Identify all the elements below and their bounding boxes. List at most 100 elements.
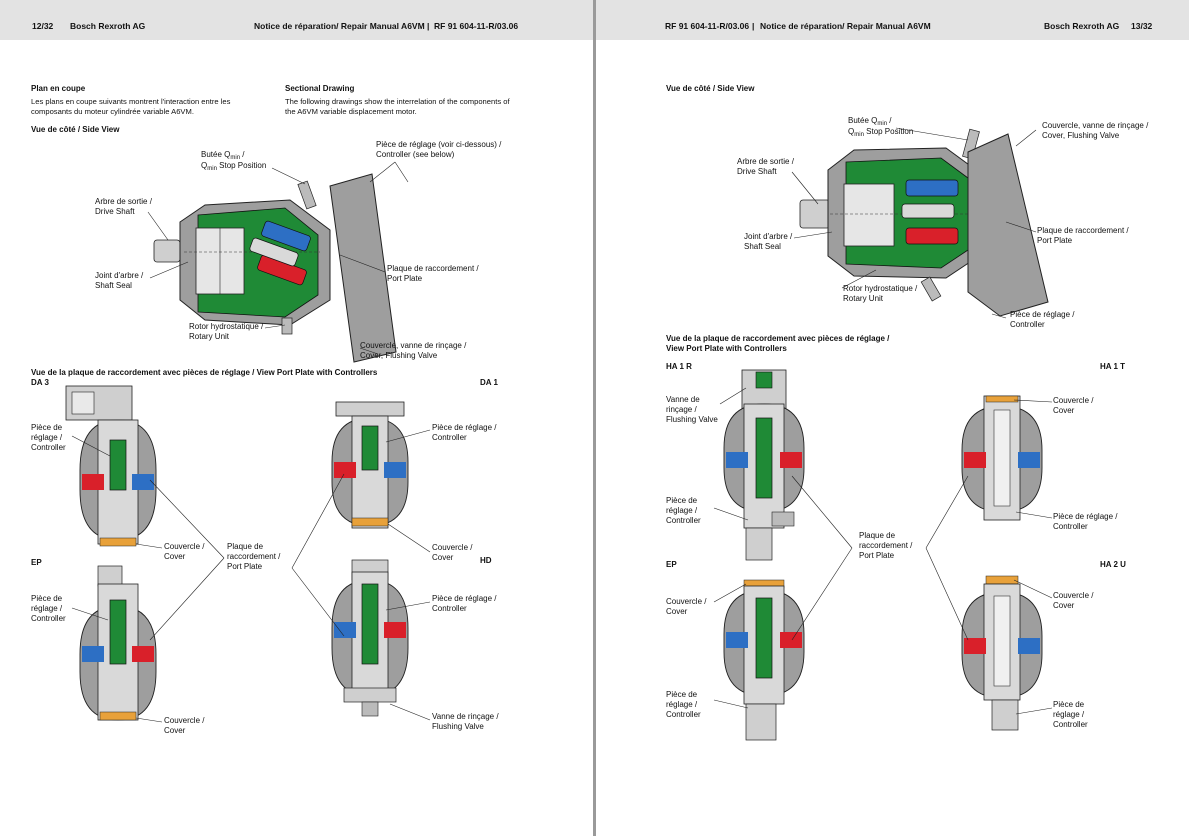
right-page: RF 91 604-11-R/03.06 | Notice de réparat… <box>596 0 1189 836</box>
label-controller-ha1r-2: réglage / <box>666 506 698 515</box>
label-stop-position-en: Qmin Stop Position <box>201 161 267 172</box>
label-stop-position-fr: Butée Qmin / <box>201 150 245 161</box>
label-port-plate-center-2: raccordement / <box>227 552 281 561</box>
label-shaft-seal-fr: Joint d'arbre / <box>95 271 144 280</box>
label-cover-da1-2: Cover <box>432 553 454 562</box>
label-shaft-seal-fr: Joint d'arbre / <box>744 232 793 241</box>
label-shaft-seal-en: Shaft Seal <box>95 281 132 290</box>
label-flushing-cover-en: Cover, Flushing Valve <box>1042 131 1120 140</box>
variant-ep-left: EP <box>31 558 42 567</box>
controller-drawing-ha1r <box>723 369 805 561</box>
label-port-plate-center-1: Plaque de <box>227 542 264 551</box>
port-view-title-en: View Port Plate with Controllers <box>666 344 787 353</box>
label-port-plate-center-2: raccordement / <box>859 541 913 550</box>
right-page-drawings <box>713 127 1053 741</box>
label-controller-da3-3: Controller <box>31 443 66 452</box>
variant-da1: DA 1 <box>480 378 498 387</box>
manual-title: Notice de réparation/ Repair Manual A6VM <box>254 21 425 31</box>
section-title-en: Sectional Drawing <box>285 84 355 93</box>
label-flushing-cover-fr: Couvercle, vanne de rinçage / <box>360 341 467 350</box>
label-rotary-unit-en: Rotary Unit <box>843 294 884 303</box>
label-controller-ep-1: Pièce de <box>31 594 63 603</box>
variant-hd: HD <box>480 556 492 565</box>
label-cover-ep-2: Cover <box>666 607 688 616</box>
label-port-plate-en: Port Plate <box>387 274 423 283</box>
variant-ha1r: HA 1 R <box>666 362 692 371</box>
label-controller-da1-2: Controller <box>432 433 467 442</box>
controller-drawing-ep-left <box>79 565 157 721</box>
controller-drawing-ha2u <box>961 575 1043 731</box>
label-cover-ha1t-1: Couvercle / <box>1053 396 1094 405</box>
label-stop-position-fr: Butée Qmin / <box>848 116 892 127</box>
section-title-fr: Plan en coupe <box>31 84 86 93</box>
variant-da3: DA 3 <box>31 378 49 387</box>
side-view-motor-drawing <box>799 128 1049 317</box>
label-controller-en: Controller (see below) <box>376 150 455 159</box>
label-port-plate-center-3: Port Plate <box>227 562 263 571</box>
label-cover-ha1t-2: Cover <box>1053 406 1075 415</box>
left-page: 12/32 Bosch Rexroth AG Notice de réparat… <box>0 0 593 836</box>
label-cover-da3-1: Couvercle / <box>164 542 205 551</box>
label-flushing-cover-en: Cover, Flushing Valve <box>360 351 438 360</box>
label-port-plate-en: Port Plate <box>1037 236 1073 245</box>
section-text-fr: Les plans en coupe suivants montrent l'i… <box>31 97 231 116</box>
label-controller-ha1t-2: Controller <box>1053 522 1088 531</box>
page-number: 13/32 <box>1131 21 1153 31</box>
label-controller-ep-2: réglage / <box>31 604 63 613</box>
label-controller-ep-3: Controller <box>31 614 66 623</box>
company-name: Bosch Rexroth AG <box>1044 21 1120 31</box>
label-drive-shaft-fr: Arbre de sortie / <box>95 197 152 206</box>
port-view-title-fr: Vue de la plaque de raccordement avec pi… <box>666 334 890 343</box>
label-controller-da1-1: Pièce de réglage / <box>432 423 497 432</box>
label-flushing-valve-2: rinçage / <box>666 405 697 414</box>
label-port-plate-fr: Plaque de raccordement / <box>387 264 479 273</box>
manual-title: Notice de réparation/ Repair Manual A6VM <box>760 21 931 31</box>
label-stop-position-en: Qmin Stop Position <box>848 127 914 138</box>
controller-drawing-ep-right <box>723 579 805 741</box>
variant-ha1t: HA 1 T <box>1100 362 1126 371</box>
label-flushing-valve-3: Flushing Valve <box>666 415 718 424</box>
header-separator: | <box>752 21 755 31</box>
right-page-header: RF 91 604-11-R/03.06 | Notice de réparat… <box>596 0 1189 40</box>
label-controller-ha1t-1: Pièce de réglage / <box>1053 512 1118 521</box>
label-rotary-unit-en: Rotary Unit <box>189 332 230 341</box>
label-flushing-valve-2: Flushing Valve <box>432 722 484 731</box>
side-view-title: Vue de côté / Side View <box>31 125 120 134</box>
page-number: 12/32 <box>32 21 54 31</box>
section-text-en: The following drawings show the interrel… <box>285 97 510 116</box>
label-cover-da1-1: Couvercle / <box>432 543 473 552</box>
label-shaft-seal-en: Shaft Seal <box>744 242 781 251</box>
label-cover-ep-2: Cover <box>164 726 186 735</box>
label-cover-ep-1: Couvercle / <box>666 597 707 606</box>
label-controller-da3-1: Pièce de <box>31 423 63 432</box>
label-port-plate-center-1: Plaque de <box>859 531 896 540</box>
label-controller-ep-1: Pièce de <box>666 690 698 699</box>
doc-reference: RF 91 604-11-R/03.06 <box>665 21 750 31</box>
label-drive-shaft-fr: Arbre de sortie / <box>737 157 794 166</box>
controller-drawing-ha1t <box>961 395 1043 521</box>
label-cover-ha2u-2: Cover <box>1053 601 1075 610</box>
label-rotary-unit-fr: Rotor hydrostatique / <box>843 284 918 293</box>
label-controller-ha2u-1: Pièce de <box>1053 700 1085 709</box>
variant-ha2u: HA 2 U <box>1100 560 1126 569</box>
label-flushing-valve-1: Vanne de <box>666 395 700 404</box>
label-controller-fr: Pièce de réglage (voir ci-dessous) / <box>376 140 502 149</box>
label-controller-ep-3: Controller <box>666 710 701 719</box>
controller-drawing-da1 <box>331 401 409 529</box>
doc-reference: RF 91 604-11-R/03.06 <box>434 21 519 31</box>
label-controller-da3-2: réglage / <box>31 433 63 442</box>
controller-drawing-hd <box>331 559 409 717</box>
label-controller-hd-2: Controller <box>432 604 467 613</box>
left-page-drawings <box>65 161 431 723</box>
label-controller-ha1r-3: Controller <box>666 516 701 525</box>
label-port-plate-fr: Plaque de raccordement / <box>1037 226 1129 235</box>
label-cover-ha2u-1: Couvercle / <box>1053 591 1094 600</box>
label-controller-en: Controller <box>1010 320 1045 329</box>
label-rotary-unit-fr: Rotor hydrostatique / <box>189 322 264 331</box>
label-port-plate-center-3: Port Plate <box>859 551 895 560</box>
label-cover-ep-1: Couvercle / <box>164 716 205 725</box>
left-page-header: 12/32 Bosch Rexroth AG Notice de réparat… <box>0 0 593 40</box>
label-controller-ha1r-1: Pièce de <box>666 496 698 505</box>
label-controller-ep-2: réglage / <box>666 700 698 709</box>
